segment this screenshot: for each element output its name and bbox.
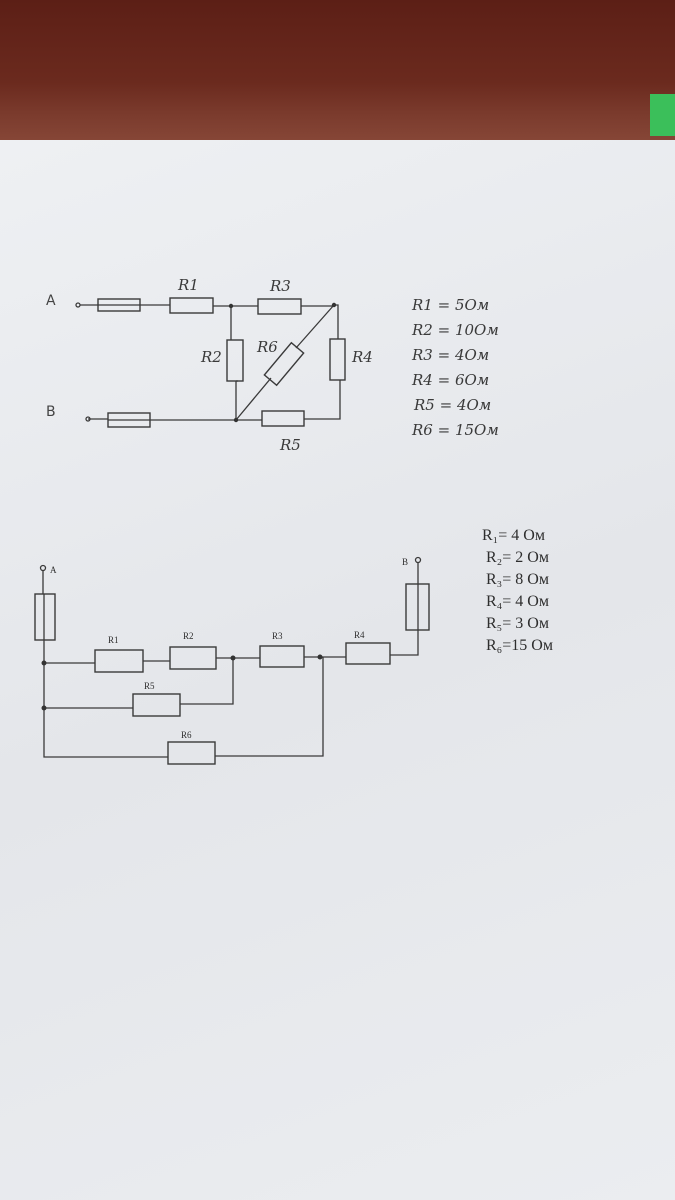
label-r3: R3 xyxy=(272,631,283,641)
value-r3: R3 = 4Ом xyxy=(411,346,489,364)
node xyxy=(230,655,236,661)
value-r5: R₅= 3 Ом xyxy=(486,615,549,632)
resistor-r3 xyxy=(259,645,305,668)
node xyxy=(317,654,323,660)
fuse-a xyxy=(34,593,56,641)
terminal-a xyxy=(39,564,47,572)
resistor-r4 xyxy=(345,642,391,665)
resistor-r3 xyxy=(257,298,302,315)
resistor-r1 xyxy=(169,297,214,314)
label-r5: R5 xyxy=(279,436,301,454)
circuit-2: A B R1 R2 R3 R4 R5 R6 R₁= 4 Ом R₂= 2 Ом … xyxy=(34,527,553,765)
value-r2: R2 = 10Ом xyxy=(411,321,499,339)
node xyxy=(233,417,239,423)
node xyxy=(228,303,234,309)
resistor-r6 xyxy=(167,741,216,765)
node xyxy=(331,302,337,308)
label-r6: R6 xyxy=(256,338,278,356)
wires xyxy=(42,563,419,758)
resistor-r2 xyxy=(169,646,217,670)
resistor-r4 xyxy=(329,338,346,381)
value-r2: R₂= 2 Ом xyxy=(486,549,549,566)
node xyxy=(41,705,47,711)
value-r6: R6 = 15Ом xyxy=(411,421,499,439)
background-table xyxy=(0,0,675,150)
label-r4: R4 xyxy=(351,348,373,366)
value-r4: R4 = 6Ом xyxy=(411,371,489,389)
green-tab xyxy=(650,94,675,136)
value-r6: R₆=15 Ом xyxy=(486,637,553,654)
label-r2: R2 xyxy=(200,348,222,366)
value-r4: R₄= 4 Ом xyxy=(486,593,549,610)
terminal-a-label: A xyxy=(46,293,56,309)
label-r3: R3 xyxy=(269,277,291,295)
terminal-b-label: B xyxy=(46,404,56,420)
label-r1: R1 xyxy=(177,276,199,294)
resistor-r5 xyxy=(132,693,181,717)
resistor-r5 xyxy=(261,410,305,427)
label-r2: R2 xyxy=(183,631,194,641)
value-r1: R1 = 5Ом xyxy=(411,296,489,314)
value-r5: R5 = 4Ом xyxy=(413,396,491,414)
resistor-r1 xyxy=(94,649,144,673)
terminal-a xyxy=(75,302,81,308)
value-r3: R₃= 8 Ом xyxy=(486,571,549,588)
label-r6: R6 xyxy=(181,730,192,740)
resistor-r6 xyxy=(263,341,305,387)
label-r4: R4 xyxy=(354,630,365,640)
terminal-b xyxy=(414,556,422,564)
terminal-a-label: A xyxy=(50,565,57,575)
node xyxy=(41,660,47,666)
value-r1: R₁= 4 Ом xyxy=(482,527,545,544)
circuit-1: A B R1 R3 R2 R6 R4 R5 R1 = 5Ом R2 = 10Ом… xyxy=(46,276,499,454)
terminal-b-label: B xyxy=(402,557,408,567)
label-r5: R5 xyxy=(144,681,155,691)
wires xyxy=(80,304,341,421)
resistor-r2 xyxy=(226,339,244,382)
label-r1: R1 xyxy=(108,635,119,645)
